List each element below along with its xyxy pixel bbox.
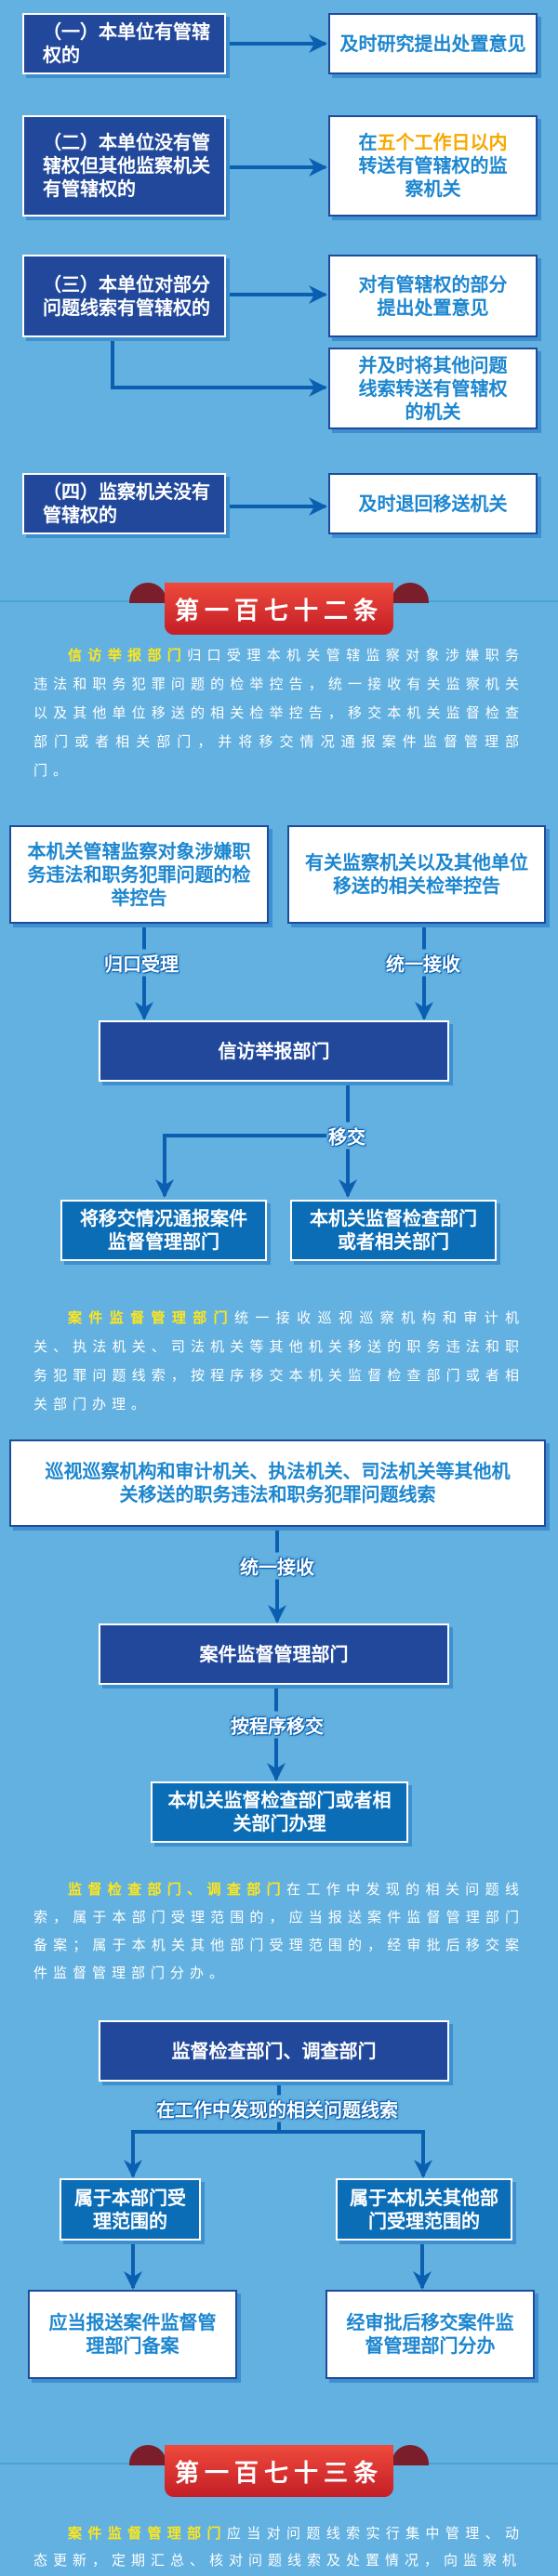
arrow-transfer-left — [155, 1134, 348, 1198]
target-left-box: 将移交情况通报案件监督管理部门 — [60, 1200, 267, 1261]
case-3-other-action-box: 并及时将其他问题线索转送有管辖权的机关 — [328, 348, 538, 429]
para-1-highlight: 信访举报部门 — [68, 647, 188, 664]
case-1-label: （一）本单位有管辖权的 — [43, 20, 210, 66]
case-3-label: （三）本单位对部分问题线索有管辖权的 — [43, 272, 210, 319]
article-172-para-3: 监督检查部门、调查部门在工作中发现的相关问题线索，属于本部门受理范围的，应当报送… — [33, 1875, 525, 1987]
target-right: 本机关监督检查部门或者相关部门 — [310, 1207, 477, 1253]
article-173-title: 第一百七十三条 — [165, 2445, 393, 2497]
case-3-other-action: 并及时将其他问题线索转送有管辖权的机关 — [358, 353, 508, 423]
result-right: 经审批后移交案件监督管理部门分办 — [346, 2311, 514, 2357]
branch-left: 属于本部门受理范围的 — [74, 2186, 186, 2232]
case-3-box: （三）本单位对部分问题线索有管辖权的 — [22, 255, 226, 337]
source-left-box: 本机关管辖监察对象涉嫌职务违法和职务犯罪问题的检举控告 — [9, 825, 269, 924]
inspection-dept-box: 监督检查部门、调查部门 — [99, 2020, 449, 2082]
label-receive: 统一接收 — [384, 949, 462, 977]
arrow-row3-other — [111, 337, 327, 397]
inspection-dept: 监督检查部门、调查部门 — [171, 2039, 377, 2062]
case-2-action-suffix: 转送有管辖权的监察机关 — [358, 154, 508, 200]
source-right: 有关监察机关以及其他单位移送的相关检举控告 — [305, 851, 528, 897]
para-173-highlight: 案件监督管理部门 — [68, 2525, 227, 2542]
para-2-highlight: 案件监督管理部门 — [68, 1309, 235, 1326]
case-1-box: （一）本单位有管辖权的 — [22, 13, 226, 74]
article-172-banner: 第一百七十二条 — [129, 583, 429, 635]
para-1-text: 归口受理本机关管辖监察对象涉嫌职务违法和职务犯罪问题的检举控告，统一接收有关监察… — [33, 647, 525, 779]
case-4-action: 及时退回移送机关 — [358, 492, 508, 515]
arrow-branch-left — [124, 2130, 279, 2178]
case-3-action-box: 对有管辖权的部分提出处置意见 — [328, 255, 538, 337]
case-1-action: 及时研究提出处置意见 — [339, 32, 526, 55]
case-4-box: （四）监察机关没有管辖权的 — [22, 473, 226, 534]
petition-dept-box: 信访举报部门 — [99, 1020, 449, 1082]
case-supervision-dept: 案件监督管理部门 — [199, 1642, 349, 1665]
banner-curl-right — [392, 2445, 429, 2465]
clue-source: 巡视巡察机构和审计机关、执法机关、司法机关等其他机关移送的职务违法和职务犯罪问题… — [45, 1460, 511, 1505]
branch-right: 属于本机关其他部门受理范围的 — [350, 2186, 498, 2232]
label-transfer: 移交 — [326, 1122, 367, 1150]
label-procedure-transfer: 按程序移交 — [229, 1711, 326, 1739]
source-left: 本机关管辖监察对象涉嫌职务违法和职务犯罪问题的检举控告 — [27, 839, 251, 909]
banner-curl-right — [392, 583, 429, 603]
branch-left-box: 属于本部门受理范围的 — [60, 2178, 201, 2241]
case-2-action-box: 在五个工作日以内转送有管辖权的监察机关 — [328, 115, 538, 217]
label-unified-receive: 统一接收 — [238, 1552, 316, 1580]
petition-dept: 信访举报部门 — [218, 1039, 330, 1062]
case-4-label: （四）监察机关没有管辖权的 — [43, 480, 210, 526]
result-left-box: 应当报送案件监督管理部门备案 — [28, 2290, 237, 2379]
result-right-box: 经审批后移交案件监督管理部门分办 — [326, 2290, 535, 2379]
source-right-box: 有关监察机关以及其他单位移送的相关检举控告 — [287, 825, 546, 924]
article-172-para-2: 案件监督管理部门统一接收巡视巡察机构和审计机关、执法机关、司法机关等其他机关移送… — [33, 1304, 525, 1419]
target-right-box: 本机关监督检查部门或者相关部门 — [290, 1200, 497, 1261]
label-found-clues: 在工作中发现的相关问题线索 — [154, 2095, 400, 2123]
branch-right-box: 属于本机关其他部门受理范围的 — [336, 2178, 512, 2241]
case-4-action-box: 及时退回移送机关 — [328, 473, 538, 534]
banner-curl-left — [129, 583, 166, 603]
case-1-action-box: 及时研究提出处置意见 — [328, 13, 538, 74]
banner-curl-left — [129, 2445, 166, 2465]
case-2-action-prefix: 在 — [358, 131, 378, 153]
label-accept: 归口受理 — [102, 949, 180, 977]
para-2-text: 统一接收巡视巡察机构和审计机关、执法机关、司法机关等其他机关移送的职务违法和职务… — [33, 1309, 525, 1413]
case-2-label: （二）本单位没有管辖权但其他监察机关有管辖权的 — [43, 131, 210, 200]
case-2-action: 在五个工作日以内转送有管辖权的监察机关 — [351, 131, 515, 201]
para-3-text: 在工作中发现的相关问题线索，属于本部门受理范围的，应当报送案件监督管理部门备案；… — [33, 1881, 525, 1981]
para-3-highlight: 监督检查部门、调查部门 — [68, 1881, 286, 1898]
target-left: 将移交情况通报案件监督管理部门 — [80, 1207, 247, 1253]
handling-dept: 本机关监督检查部门或者相关部门办理 — [167, 1789, 392, 1834]
result-left: 应当报送案件监督管理部门备案 — [48, 2311, 217, 2357]
arrow-branch-right — [279, 2130, 432, 2178]
article-172-title: 第一百七十二条 — [165, 583, 393, 635]
handling-dept-box: 本机关监督检查部门或者相关部门办理 — [151, 1781, 408, 1843]
article-172-para-1: 信访举报部门归口受理本机关管辖监察对象涉嫌职务违法和职务犯罪问题的检举控告，统一… — [33, 641, 525, 785]
para-173-text: 应当对问题线索实行集中管理、动态更新，定期汇总、核对问题线索及处置情况，向监察机 — [33, 2525, 525, 2569]
case-2-box: （二）本单位没有管辖权但其他监察机关有管辖权的 — [22, 115, 226, 217]
case-2-deadline-highlight: 五个工作日以内 — [377, 131, 508, 153]
case-3-action: 对有管辖权的部分提出处置意见 — [358, 272, 508, 319]
article-173-banner: 第一百七十三条 — [129, 2445, 429, 2497]
clue-source-box: 巡视巡察机构和审计机关、执法机关、司法机关等其他机关移送的职务违法和职务犯罪问题… — [9, 1439, 546, 1527]
article-173-para-1: 案件监督管理部门应当对问题线索实行集中管理、动态更新，定期汇总、核对问题线索及处… — [33, 2520, 525, 2574]
case-supervision-dept-box: 案件监督管理部门 — [99, 1623, 449, 1685]
